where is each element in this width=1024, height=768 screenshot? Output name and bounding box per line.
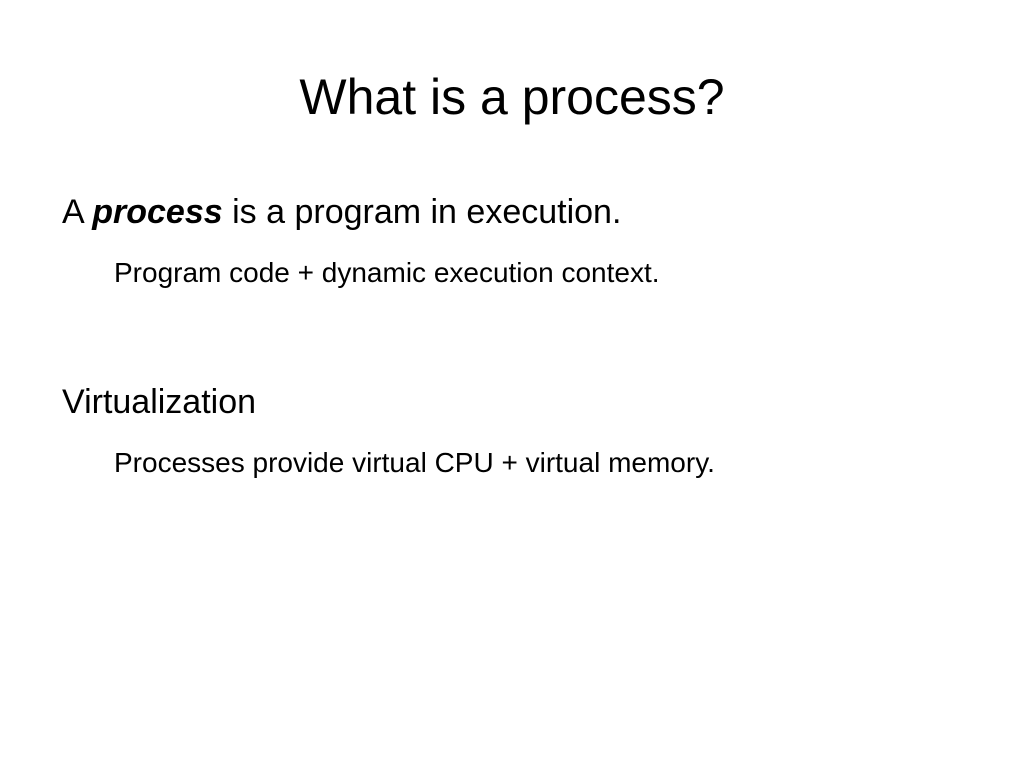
- slide-title: What is a process?: [299, 69, 725, 125]
- bullet-emphasis-term: process: [92, 193, 223, 231]
- bullet-virtualization: Virtualization: [62, 383, 257, 421]
- bullet-suffix: is a program in execution.: [222, 193, 622, 231]
- sub-bullet-program-code: Program code + dynamic execution context…: [114, 257, 660, 288]
- sub-bullet-virtual-resources: Processes provide virtual CPU + virtual …: [114, 447, 715, 478]
- bullet-process-definition: A process is a program in execution.: [62, 190, 621, 234]
- bullet-prefix: A: [62, 193, 93, 231]
